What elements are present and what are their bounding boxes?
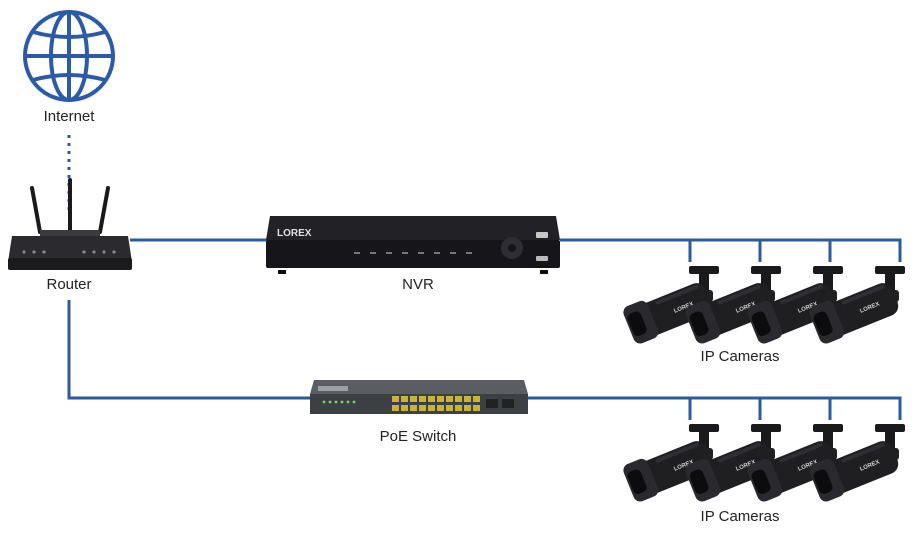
ip-cameras-bottom-label: IP Cameras (700, 508, 780, 525)
camera-group-top (621, 266, 905, 346)
globe-icon (23, 10, 115, 102)
camera-group-bottom (621, 424, 905, 504)
router-icon (8, 178, 132, 270)
nvr-brand: LOREX (277, 228, 312, 239)
camera-icon (807, 424, 905, 504)
nvr-label: NVR (402, 276, 434, 293)
router-label: Router (46, 276, 92, 293)
poe-switch-icon (310, 380, 528, 414)
switch-camera-cable (528, 396, 902, 420)
internet-label: Internet (43, 108, 95, 125)
ip-cameras-top-label: IP Cameras (700, 348, 780, 365)
nvr-icon: LOREX (266, 216, 560, 274)
nvr-camera-cable (560, 238, 902, 262)
router-switch-cable (67, 300, 310, 400)
camera-icon (807, 266, 905, 346)
poe-switch-label: PoE Switch (379, 428, 457, 445)
cable-lines (67, 135, 902, 420)
